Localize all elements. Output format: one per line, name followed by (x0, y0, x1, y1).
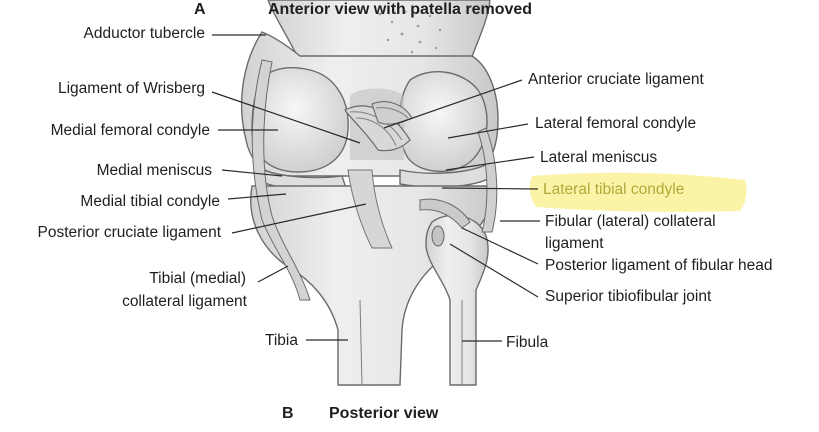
bottom-heading-title: Posterior view (329, 405, 439, 422)
label-posterior-cruciate-ligament: Posterior cruciate ligament (38, 224, 222, 241)
label-lateral-femoral-condyle: Lateral femoral condyle (535, 115, 696, 132)
label-medial-femoral-condyle: Medial femoral condyle (51, 122, 210, 139)
label-adductor-tubercle: Adductor tubercle (84, 25, 206, 42)
top-heading-title: Anterior view with patella removed (268, 1, 532, 18)
label-tibial-collateral-line1: Tibial (medial) (149, 270, 246, 287)
posterior-cruciate-band (347, 169, 393, 249)
label-anterior-cruciate-ligament: Anterior cruciate ligament (528, 71, 704, 88)
top-heading-letter: A (194, 1, 206, 18)
cruciate-ligaments (344, 101, 413, 152)
lateral-femoral-condyle-shape (398, 71, 488, 173)
label-fibula: Fibula (506, 334, 549, 351)
label-superior-tibiofibular-joint: Superior tibiofibular joint (545, 288, 712, 305)
tibiofibular-joint-shape (431, 225, 445, 247)
bottom-heading-letter: B (282, 405, 294, 422)
label-posterior-ligament-fibular-head: Posterior ligament of fibular head (545, 257, 772, 274)
fibular-collateral-ligament-shape (477, 127, 498, 233)
label-fibular-collateral-line2: ligament (545, 235, 604, 252)
label-highlight-band (529, 172, 747, 212)
knee-illustration (240, 0, 499, 386)
label-lateral-tibial-condyle: Lateral tibial condyle (543, 181, 684, 198)
label-lateral-meniscus: Lateral meniscus (540, 149, 657, 166)
label-ligament-of-wrisberg: Ligament of Wrisberg (58, 80, 205, 97)
label-medial-tibial-condyle: Medial tibial condyle (80, 193, 220, 210)
label-medial-meniscus: Medial meniscus (97, 162, 213, 179)
label-fibular-collateral-line1: Fibular (lateral) collateral (545, 213, 716, 230)
femur-texture (378, 4, 442, 54)
label-tibia: Tibia (265, 332, 298, 349)
label-tibial-collateral-line2: collateral ligament (122, 293, 248, 310)
leader-lines (211, 34, 540, 342)
medial-collateral-ligament-shape (251, 59, 311, 301)
